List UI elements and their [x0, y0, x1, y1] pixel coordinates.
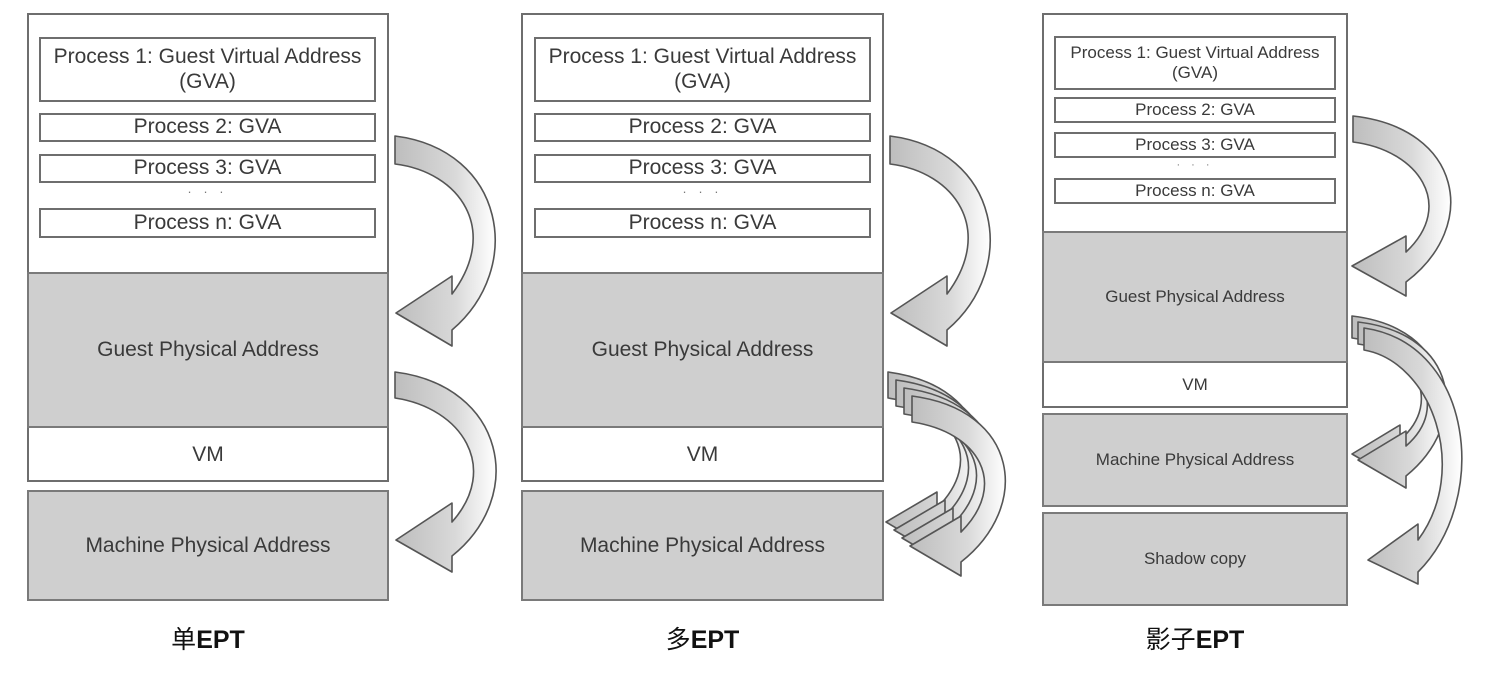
shadow-copy: Shadow copy: [1042, 512, 1348, 606]
caption-multi-ept: 多EPT: [665, 626, 740, 654]
process-3-gva: Process 3: GVA: [39, 154, 376, 183]
guest-physical-address: Guest Physical Address: [1042, 231, 1348, 363]
guest-physical-address: Guest Physical Address: [27, 272, 389, 428]
curved-arrow-icon: [394, 135, 496, 347]
caption-shadow-ept: 影子EPT: [1145, 626, 1245, 654]
machine-physical-address: Machine Physical Address: [27, 490, 389, 601]
process-1-gva: Process 1: Guest Virtual Address (GVA): [534, 37, 871, 102]
stacked-arrows-icon: [885, 371, 1006, 577]
vm-label: VM: [192, 443, 224, 467]
machine-physical-address: Machine Physical Address: [1042, 413, 1348, 507]
vm-label: VM: [686, 443, 719, 467]
curved-arrow-icon: [1351, 115, 1452, 297]
curved-arrow-icon: [889, 135, 991, 347]
machine-physical-address: Machine Physical Address: [521, 490, 884, 601]
process-1-gva: Process 1: Guest Virtual Address (GVA): [39, 37, 376, 102]
vm-label: VM: [1182, 375, 1208, 395]
guest-physical-address: Guest Physical Address: [521, 272, 884, 428]
process-n-gva: Process n: GVA: [1054, 178, 1336, 204]
process-3-gva: Process 3: GVA: [1054, 132, 1336, 158]
ellipsis: · · ·: [187, 184, 228, 199]
process-1-gva: Process 1: Guest Virtual Address (GVA): [1054, 36, 1336, 90]
process-2-gva: Process 2: GVA: [1054, 97, 1336, 123]
ellipsis: · · ·: [1176, 159, 1214, 171]
curved-arrow-icon: [394, 371, 497, 573]
process-2-gva: Process 2: GVA: [39, 113, 376, 142]
process-n-gva: Process n: GVA: [534, 208, 871, 238]
caption-single-ept: 单EPT: [171, 626, 245, 654]
process-2-gva: Process 2: GVA: [534, 113, 871, 142]
stacked-arrows-icon: [1351, 315, 1463, 585]
process-n-gva: Process n: GVA: [39, 208, 376, 238]
ellipsis: · · ·: [682, 184, 723, 199]
process-3-gva: Process 3: GVA: [534, 154, 871, 183]
